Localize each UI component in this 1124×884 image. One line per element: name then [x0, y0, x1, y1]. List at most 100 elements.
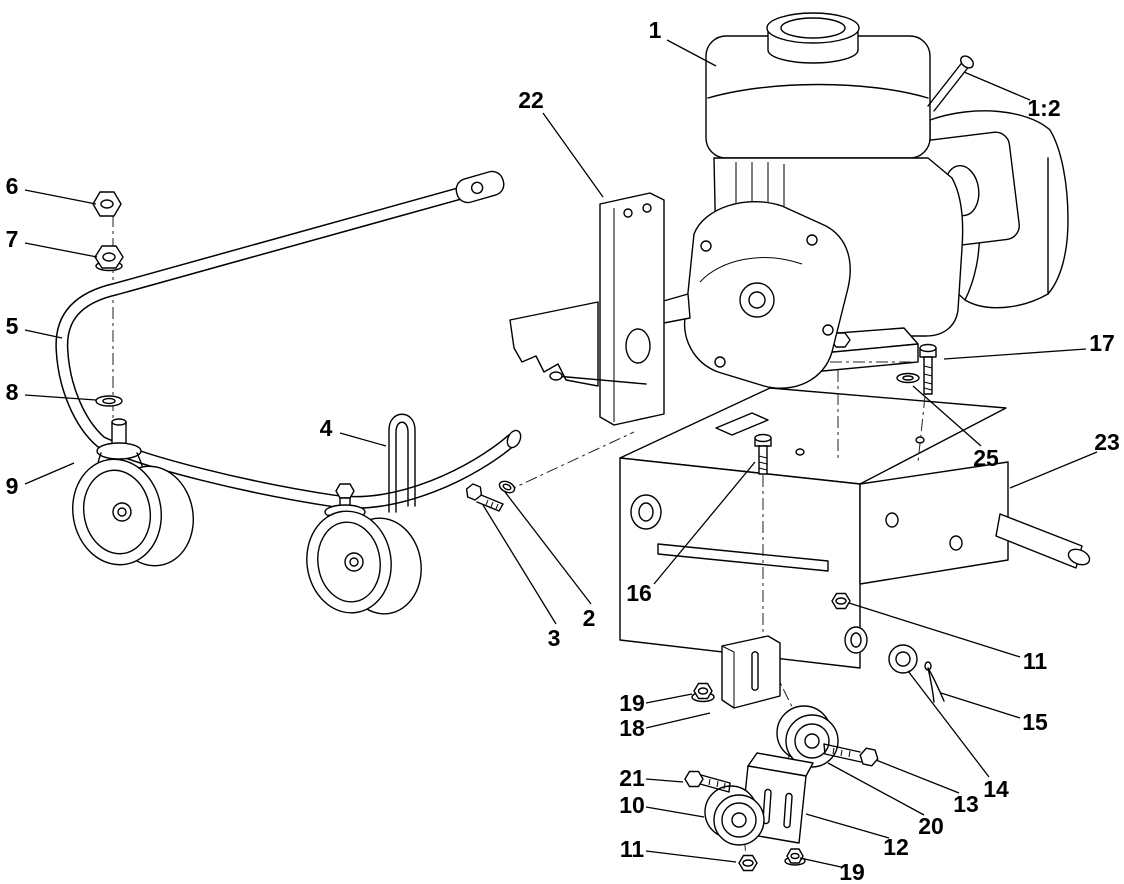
callout-leader-line [24, 394, 97, 401]
callout-number: 12 [883, 834, 909, 860]
callout-leader-line [875, 759, 960, 794]
frame-front-slot [657, 543, 829, 572]
mount-plate-22 [599, 192, 665, 426]
cotter-pin-15 [924, 661, 945, 703]
callout-10: 10 [619, 792, 705, 818]
callout-leader-line [827, 762, 925, 816]
callout-leader-line [940, 692, 1021, 719]
callout-leader-line [542, 112, 604, 198]
callout-number: 25 [973, 445, 999, 471]
callout-leader-line [799, 857, 842, 868]
callout-leader-line [848, 602, 1021, 658]
callout-leader-line [912, 385, 982, 447]
callout-number: 1 [649, 17, 662, 43]
callout-leader-line [645, 850, 737, 863]
callout-number: 10 [619, 792, 645, 818]
callout-leader-line [645, 778, 684, 783]
handle-end-tab [455, 170, 505, 204]
callout-22: 22 [518, 87, 604, 198]
handle-tube-end [506, 429, 522, 449]
callout-number: 4 [320, 415, 333, 441]
fuel-tank [705, 12, 931, 159]
callout-number: 11 [1023, 648, 1048, 674]
flange-nut-19-bottom [784, 848, 806, 866]
idler-pulley-10 [704, 785, 765, 846]
callout-19: 19 [619, 690, 693, 716]
callout-number: 20 [918, 813, 944, 839]
callout-23: 23 [1009, 429, 1120, 489]
frame-top-opening [715, 412, 769, 436]
callout-number: 23 [1094, 429, 1120, 455]
hairpin-4 [388, 413, 416, 513]
callout-number: 19 [619, 690, 645, 716]
gearbox [640, 200, 851, 389]
callout-leader-line [645, 712, 711, 729]
callout-20: 20 [827, 762, 944, 839]
frame-front-face [619, 457, 861, 669]
callout-11: 11 [848, 602, 1048, 674]
bracket-weldment [509, 301, 647, 387]
callout-number: 22 [518, 87, 544, 113]
callout-1: 1 [649, 17, 717, 67]
callout-number: 1:2 [1027, 95, 1060, 121]
callout-number: 9 [6, 473, 19, 499]
callout-1_2: 1:2 [963, 71, 1061, 121]
hex-bolt-17 [919, 343, 937, 395]
flange-nut-11-bottom [738, 854, 758, 872]
callout-21: 21 [619, 765, 684, 791]
washer-8 [95, 395, 123, 407]
hex-bolt-13 [823, 743, 879, 767]
callout-number: 17 [1089, 330, 1115, 356]
callout-8: 8 [6, 379, 97, 405]
callout-leader-line [645, 693, 693, 704]
callout-number: 18 [619, 715, 645, 741]
callout-number: 11 [620, 836, 645, 862]
callout-7: 7 [6, 226, 98, 258]
callout-leader-line [24, 189, 97, 205]
callout-number: 6 [6, 173, 19, 199]
callout-leader-line [24, 462, 75, 485]
washer-14 [888, 644, 918, 674]
callout-leader-line [805, 813, 890, 839]
callout-leader-line [666, 39, 717, 67]
washer-25 [896, 372, 920, 384]
callout-13: 13 [875, 759, 979, 817]
callout-12: 12 [805, 813, 909, 860]
callout-25: 25 [912, 385, 999, 471]
callout-leader-line [504, 491, 592, 605]
callout-18: 18 [619, 712, 711, 741]
callout-11: 11 [620, 836, 737, 863]
callout-number: 3 [548, 625, 561, 651]
callout-leader-line [482, 504, 557, 625]
hex-bolt-3 [465, 483, 504, 512]
callout-14: 14 [907, 670, 1009, 802]
callout-number: 21 [619, 765, 645, 791]
callout-9: 9 [6, 462, 75, 499]
callout-6: 6 [6, 173, 97, 205]
callout-leader-line [339, 432, 387, 447]
flange-nut-7 [94, 245, 124, 272]
callout-number: 16 [626, 580, 652, 606]
callout-number: 15 [1022, 709, 1048, 735]
callout-leader-line [907, 670, 990, 778]
callout-17: 17 [943, 330, 1115, 360]
callout-number: 13 [953, 791, 979, 817]
bracket-18 [721, 635, 781, 709]
carriage-bolt-16 [754, 433, 772, 475]
caster-left-9 [72, 418, 195, 567]
engine-assembly [640, 12, 1069, 389]
callout-16: 16 [626, 461, 756, 606]
flange-nut-19-left [691, 682, 715, 703]
callout-leader-line [24, 242, 98, 258]
callout-leader-line [943, 348, 1087, 360]
callout-2: 2 [504, 491, 595, 631]
lock-nut-6 [92, 191, 122, 217]
main-frame [619, 387, 1007, 669]
callout-number: 14 [983, 776, 1009, 802]
callout-5: 5 [6, 313, 63, 339]
dipstick-rod [927, 55, 974, 112]
hex-bolt-21 [684, 770, 731, 793]
callout-leader-line [963, 71, 1031, 101]
